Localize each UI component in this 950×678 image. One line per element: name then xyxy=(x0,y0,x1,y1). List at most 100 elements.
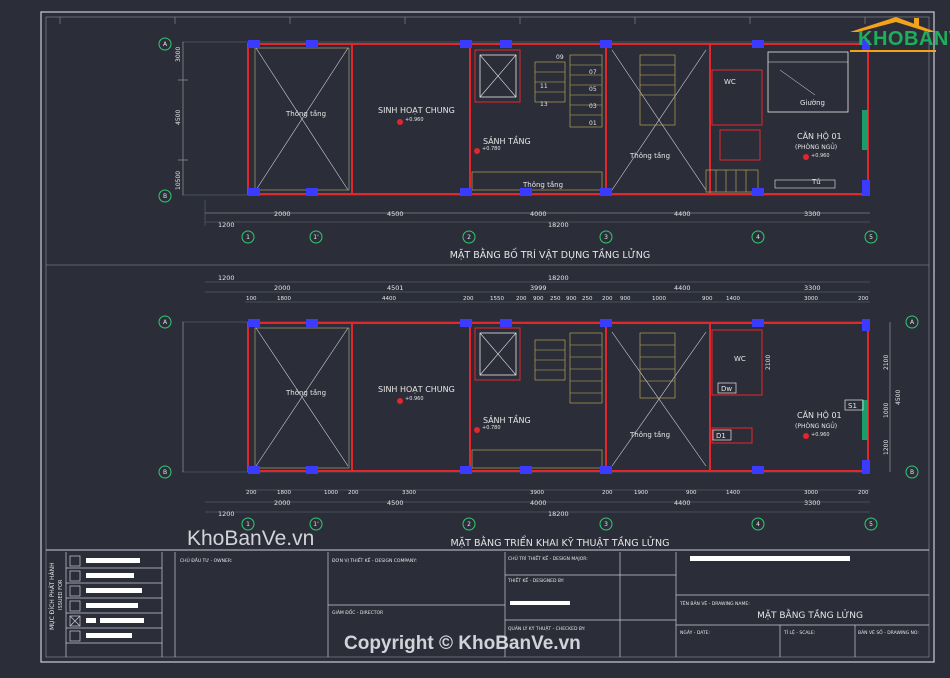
grid-axis-label: 1 xyxy=(246,521,250,528)
top-apt-level: +0.960 xyxy=(811,153,830,159)
grid-row-label: A xyxy=(163,41,168,48)
issue-checkboxes xyxy=(66,555,162,644)
grid-row-label: B xyxy=(910,469,914,476)
bottom-living-label: SINH HOẠT CHUNG xyxy=(378,385,455,395)
bottom-dim-c: 4400 xyxy=(382,296,396,302)
top-plan-title: MẶT BẰNG BỐ TRÍ VẬT DỤNG TẦNG LỬNG xyxy=(450,248,651,261)
right-dim: 1000 xyxy=(883,403,890,418)
left-dim: 3000 xyxy=(175,47,182,62)
top-apt-label: CĂN HỘ 01 xyxy=(797,130,842,141)
bottom-apt-sub: (PHÒNG NGỦ) xyxy=(795,422,837,430)
top-dim: 2000 xyxy=(274,210,291,218)
bottom-dim-c: 200 xyxy=(602,296,613,302)
grid-axis-label: 2 xyxy=(467,234,471,241)
top-void1-label: Thông tầng xyxy=(285,110,326,118)
top-apt-sub: (PHÒNG NGỦ) xyxy=(795,143,837,151)
bottom-dim-b: 2000 xyxy=(274,499,291,507)
title-block xyxy=(65,552,929,657)
grid-axis-label: 3 xyxy=(604,234,608,241)
logo-text: KHOBANVE xyxy=(858,28,950,50)
bottom-dim: 3300 xyxy=(804,284,821,292)
bottom-dim-c: 900 xyxy=(702,296,713,302)
top-dim: 4400 xyxy=(674,210,691,218)
bottom-dim-c: 200 xyxy=(516,296,527,302)
checked-label: QUẢN LÝ KỸ THUẬT - CHECKED BY: xyxy=(508,624,585,632)
stair-num: 09 xyxy=(556,54,564,61)
bottom-dim-a: 1000 xyxy=(324,490,338,496)
date-label: NGÀY - DATE: xyxy=(680,629,710,636)
top-total: 18200 xyxy=(548,221,569,229)
bottom-dim-c: 1550 xyxy=(490,296,504,302)
stair-num: 01 xyxy=(589,120,597,127)
stair-num: 03 xyxy=(589,103,597,110)
drawing-name: MẶT BẰNG TẦNG LỬNG xyxy=(757,608,863,621)
bottom-dim-c: 1000 xyxy=(652,296,666,302)
grid-axis-label: 1' xyxy=(313,234,319,241)
grid-axis-label: 2 xyxy=(467,521,471,528)
khobanve-logo: KHOBANVE xyxy=(840,14,950,54)
right-dim: 2100 xyxy=(765,355,772,370)
bottom-dim-c: 1800 xyxy=(277,296,291,302)
bottom-dim-a: 3000 xyxy=(804,490,818,496)
top-dim: 1200 xyxy=(218,221,235,229)
bottom-dim: 18200 xyxy=(548,274,569,282)
top-dim: 4000 xyxy=(530,210,547,218)
bottom-apt-level: +0.960 xyxy=(811,432,830,438)
bottom-total: 18200 xyxy=(548,510,569,518)
scale-label: TỈ LỆ - SCALE: xyxy=(783,628,815,636)
bottom-dim-c: 1400 xyxy=(726,296,740,302)
bottom-dim-a: 200 xyxy=(602,490,613,496)
bottom-dim-c: 250 xyxy=(550,296,561,302)
stamp-title: MỤC ĐÍCH PHÁT HÀNH xyxy=(49,562,56,630)
bottom-dim: 3999 xyxy=(530,284,547,292)
bottom-dim-c: 900 xyxy=(533,296,544,302)
watermark-bottom: Copyright © KhoBanVe.vn xyxy=(344,633,581,654)
top-void3-label: Thông tầng xyxy=(522,181,563,189)
right-dim: 2100 xyxy=(883,355,890,370)
top-wc-label: WC xyxy=(724,78,736,86)
bottom-dim-c: 100 xyxy=(246,296,257,302)
bottom-dim-a: 200 xyxy=(348,490,359,496)
house-roof-icon xyxy=(850,17,936,52)
bottom-dim-a: 1900 xyxy=(634,490,648,496)
grid-axis-label: 1' xyxy=(313,521,319,528)
bottom-dim-b: 3300 xyxy=(804,499,821,507)
top-living-level: +0.960 xyxy=(405,117,424,123)
grid-row-label: B xyxy=(163,469,167,476)
bottom-dim: 1200 xyxy=(218,274,235,282)
grid-axis-label: 3 xyxy=(604,521,608,528)
top-cab-label: Tủ xyxy=(811,178,821,186)
bottom-dim-b: 4500 xyxy=(387,499,404,507)
stair-num: 11 xyxy=(540,83,548,90)
bottom-dim-a: 3900 xyxy=(530,490,544,496)
bottom-plan: Thông tầng Thông tầng WC SINH HOẠT CHUNG… xyxy=(158,274,919,549)
bottom-dim-c: 3000 xyxy=(804,296,818,302)
grid-axis-label: 5 xyxy=(869,234,873,241)
bottom-lobby-label: SẢNH TẦNG xyxy=(483,413,531,425)
bottom-dim-b: 4400 xyxy=(674,499,691,507)
top-bed-label: Giường xyxy=(800,99,825,107)
bottom-dim-a: 3300 xyxy=(402,490,416,496)
top-void2-label: Thông tầng xyxy=(629,152,670,160)
sheet-frame xyxy=(40,11,935,663)
tag-d1: D1 xyxy=(716,432,726,440)
bottom-dim-c: 200 xyxy=(858,296,869,302)
bottom-dim-c: 200 xyxy=(463,296,474,302)
grid-row-label: B xyxy=(163,193,167,200)
bottom-lobby-level: +0.780 xyxy=(482,425,501,431)
stair-num: 13 xyxy=(540,101,548,108)
bottom-plan-title: MẶT BẰNG TRIỂN KHAI KỸ THUẬT TẦNG LỬNG xyxy=(450,536,669,549)
bottom-living-level: +0.960 xyxy=(405,396,424,402)
director-label: GIÁM ĐỐC - DIRECTOR xyxy=(332,608,383,616)
bottom-dim-a: 1800 xyxy=(277,490,291,496)
owner-label: CHỦ ĐẦU TƯ - OWNER: xyxy=(180,556,232,564)
tag-dw: Dw xyxy=(721,385,732,393)
bottom-apt-label: CĂN HỘ 01 xyxy=(797,409,842,420)
bottom-dim-b: 4000 xyxy=(530,499,547,507)
top-plan: Thông tầng Thông tầng Thông tầng Giường … xyxy=(158,37,878,261)
grid-row-label: A xyxy=(163,319,168,326)
grid-row-label: A xyxy=(910,319,915,326)
bottom-wc-label: WC xyxy=(734,355,746,363)
left-dim: 10500 xyxy=(175,171,182,190)
